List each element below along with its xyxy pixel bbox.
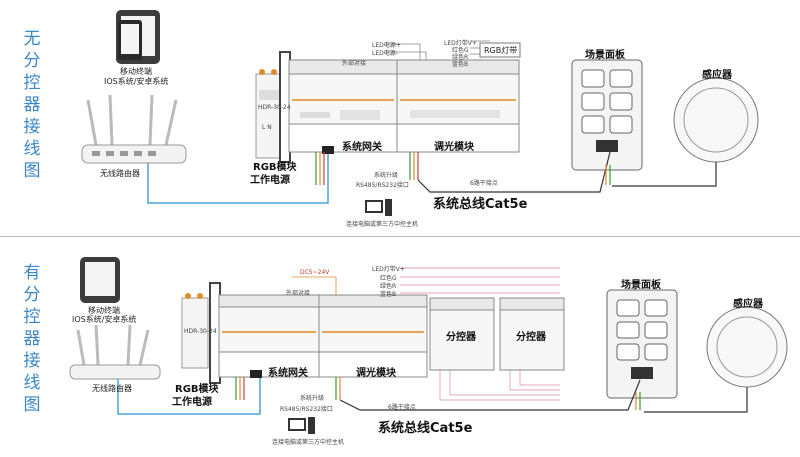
led-blue-bottom: 蓝色B [380, 291, 397, 298]
gateway-module [288, 59, 398, 154]
psu-terminals: L N [262, 124, 272, 131]
external-port-label: 外部对接 [342, 60, 367, 67]
sensor-device [673, 77, 759, 163]
scene-panel-label: 场景面板 [585, 50, 625, 61]
led-signal-lines [386, 40, 490, 60]
bus-wires-top [315, 152, 419, 185]
tablet-label: 移动终端 [120, 67, 152, 76]
dry-contact-label-bottom: 6路干接点 [388, 404, 416, 411]
router-icon [81, 94, 187, 164]
upgrade-label-bottom: 系统升级 [300, 395, 325, 402]
psu-label-bottom: RGB模块 [175, 384, 219, 395]
gateway-module-bottom [218, 294, 320, 378]
upgrade-label: 系统升级 [374, 172, 399, 179]
psu-model: HDR-30-24 [258, 104, 291, 111]
led-power-plus: LED电源+ [372, 42, 401, 49]
led-green-bottom: 绿色R [380, 283, 397, 290]
dimmer-module [396, 59, 520, 153]
sensor-label: 感应器 [702, 70, 732, 81]
network-cable-bottom [117, 378, 261, 415]
rgb-strip-box [479, 42, 521, 58]
psu-label: RGB模块 [253, 162, 297, 173]
top-section-title: 无分控器接线图 [23, 29, 41, 181]
sensor-device-bottom [706, 306, 788, 388]
dc-voltage-label: DC5~24V [300, 269, 330, 276]
sensor-label-bottom: 感应器 [733, 299, 763, 310]
section-divider [0, 236, 800, 237]
dimmer-module-bottom [318, 294, 428, 378]
tablet-label-bottom: 移动终端 [88, 306, 120, 315]
controller-module-2 [499, 297, 565, 371]
scene-panel-device [571, 59, 643, 171]
power-supply-module [255, 69, 283, 159]
controller-module-1 [429, 297, 495, 371]
pc-label-bottom: 连接电脑或第三方中控主机 [272, 439, 345, 446]
led-distribution-lines [292, 267, 560, 295]
network-cable [147, 152, 329, 204]
router-icon-bottom [69, 324, 161, 380]
dimmer-label-bottom: 调光模块 [356, 368, 396, 379]
tablet-os-label-bottom: IOS系统/安卓系统 [72, 315, 137, 324]
led-power-minus: LED电源- [372, 50, 398, 57]
computer-icon-bottom [288, 417, 315, 434]
tablet-icon [116, 10, 160, 64]
controller-label-1: 分控器 [446, 332, 476, 343]
led-red-bottom: 红色G [380, 275, 397, 282]
led-red: 红色G [452, 47, 469, 54]
scene-panel-label-bottom: 场景面板 [621, 280, 661, 291]
led-strip-v-bottom: LED灯带V+ [372, 266, 405, 273]
system-bus-label-bottom: 系统总线Cat5e [378, 421, 473, 436]
system-bus-top [417, 151, 717, 193]
rs485-port-label-bottom: RS485/RS232接口 [280, 406, 333, 413]
controller-label-2: 分控器 [516, 332, 546, 343]
external-port-label-bottom: 外部对接 [286, 290, 311, 297]
dimmer-label: 调光模块 [434, 142, 474, 153]
computer-icon [365, 199, 392, 216]
rs485-port-label: RS485/RS232接口 [356, 182, 409, 189]
router-label: 无线路由器 [100, 169, 140, 178]
controller-output-lines [439, 370, 560, 401]
bottom-section-title: 有分控器接线图 [23, 263, 41, 415]
psu-sublabel: 工作电源 [250, 175, 290, 186]
gateway-label: 系统网关 [342, 142, 382, 153]
dry-contact-label: 6路干接点 [470, 180, 498, 187]
pc-label: 连接电脑或第三方中控主机 [346, 221, 419, 228]
bus-wires-bottom [235, 377, 341, 400]
system-bus-label: 系统总线Cat5e [433, 197, 528, 212]
scene-panel-device-bottom [606, 289, 678, 399]
rgb-strip-label: RGB灯带 [484, 46, 518, 55]
led-blue: 蓝色B [452, 61, 469, 68]
psu-model-bottom: HDR-30-24 [184, 328, 217, 335]
system-bus-bottom [339, 379, 748, 413]
gateway-label-bottom: 系统网关 [268, 368, 308, 379]
router-label-bottom: 无线路由器 [92, 384, 132, 393]
tablet-icon-bottom [80, 257, 120, 303]
led-strip-v: LED灯带V+ [444, 40, 477, 47]
power-supply-module-bottom [181, 293, 209, 369]
tablet-os-label: IOS系统/安卓系统 [104, 77, 169, 86]
psu-sublabel-bottom: 工作电源 [172, 397, 212, 408]
led-green: 绿色R [452, 54, 469, 61]
